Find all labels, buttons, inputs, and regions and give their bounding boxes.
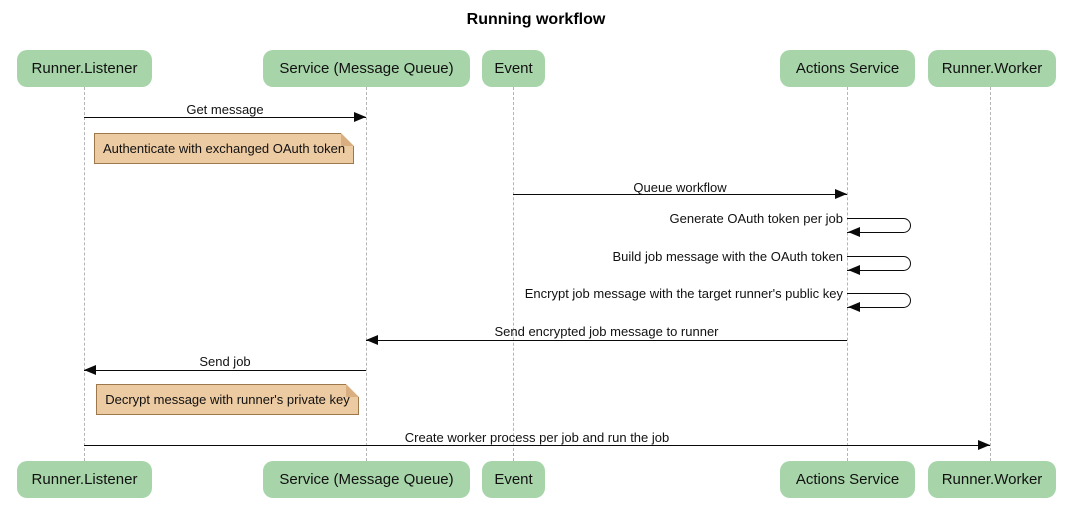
message-label-send-encrypted: Send encrypted job message to runner	[494, 324, 719, 339]
actor-service-message-queue-top: Service (Message Queue)	[263, 50, 470, 87]
arrowhead-left-icon	[848, 302, 860, 312]
actor-event-top: Event	[482, 50, 545, 87]
message-line	[366, 340, 847, 341]
message-label-build-job-message: Build job message with the OAuth token	[612, 249, 843, 264]
arrowhead-right-icon	[354, 112, 366, 122]
message-label-generate-oauth: Generate OAuth token per job	[669, 211, 843, 226]
arrowhead-right-icon	[835, 189, 847, 199]
message-label-get-message: Get message	[186, 102, 264, 117]
actor-runner-worker-top: Runner.Worker	[928, 50, 1056, 87]
note-text: Decrypt message with runner's private ke…	[105, 392, 350, 407]
lifeline-runner-worker	[990, 87, 991, 461]
actor-runner-listener-top: Runner.Listener	[17, 50, 152, 87]
lifeline-actions-service	[847, 87, 848, 461]
self-loop	[847, 256, 911, 271]
message-label-queue-workflow: Queue workflow	[633, 180, 727, 195]
actor-actions-service-bottom: Actions Service	[780, 461, 915, 498]
actor-service-message-queue-bottom: Service (Message Queue)	[263, 461, 470, 498]
arrowhead-left-icon	[848, 227, 860, 237]
message-label-encrypt-job-message: Encrypt job message with the target runn…	[524, 286, 843, 301]
actor-runner-worker-bottom: Runner.Worker	[928, 461, 1056, 498]
arrowhead-left-icon	[366, 335, 378, 345]
note-text: Authenticate with exchanged OAuth token	[102, 141, 346, 156]
note-fold-icon	[341, 133, 354, 146]
message-label-create-worker: Create worker process per job and run th…	[404, 430, 670, 445]
message-label-send-job: Send job	[199, 354, 251, 369]
message-line	[84, 370, 366, 371]
note-decrypt: Decrypt message with runner's private ke…	[96, 384, 359, 415]
self-loop	[847, 293, 911, 308]
arrowhead-right-icon	[978, 440, 990, 450]
note-authenticate: Authenticate with exchanged OAuth token	[94, 133, 354, 164]
self-loop	[847, 218, 911, 233]
lifeline-service-message-queue	[366, 87, 367, 461]
lifeline-event	[513, 87, 514, 461]
message-line	[84, 117, 366, 118]
note-fold-icon	[346, 384, 359, 397]
actor-actions-service-top: Actions Service	[780, 50, 915, 87]
message-line	[513, 194, 847, 195]
actor-event-bottom: Event	[482, 461, 545, 498]
arrowhead-left-icon	[84, 365, 96, 375]
lifeline-runner-listener	[84, 87, 85, 461]
message-line	[84, 445, 990, 446]
actor-runner-listener-bottom: Runner.Listener	[17, 461, 152, 498]
arrowhead-left-icon	[848, 265, 860, 275]
diagram-title: Running workflow	[466, 11, 606, 28]
